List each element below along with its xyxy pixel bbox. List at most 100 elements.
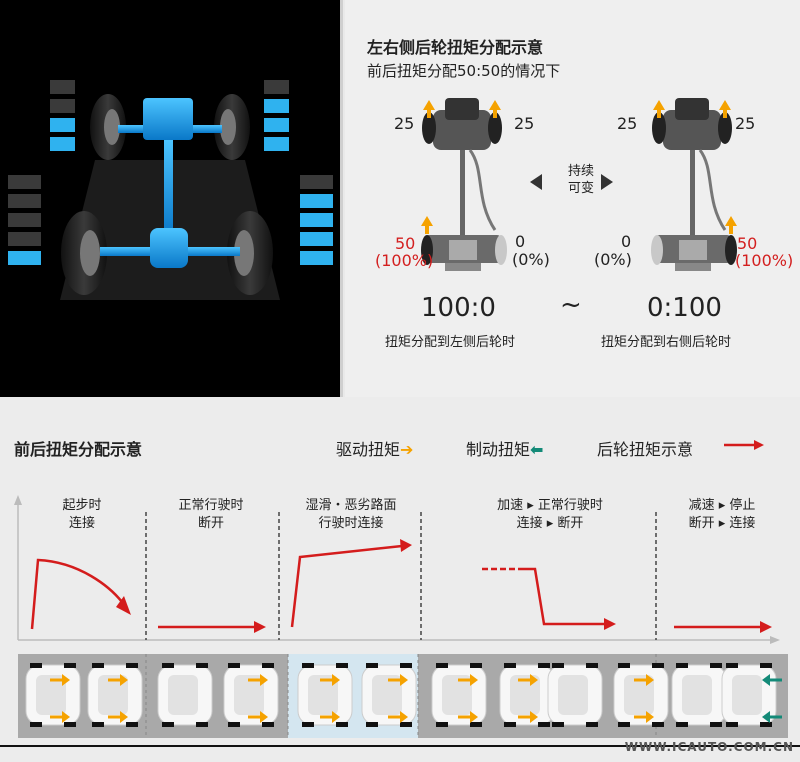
legend-brake: 制动扭矩⬅ (466, 436, 543, 460)
drive-arrow-icon (248, 711, 268, 723)
rear-left-torque-meter (8, 175, 41, 265)
drive-arrow-icon (50, 674, 70, 686)
meter-bar (50, 80, 75, 94)
meter-bar (50, 118, 75, 132)
meter-bar (8, 175, 41, 189)
phase-accelerate-line1: 加速 ▸ 正常行驶时 (497, 498, 603, 513)
drive-arrow-icon (248, 674, 268, 686)
arrow-right-icon (601, 174, 613, 190)
drive-arrow-icon (50, 711, 70, 723)
phase-slippery-line2: 行驶时连接 (318, 516, 384, 531)
phase-normal-line1: 正常行驶时 (178, 498, 244, 513)
phase-start-line2: 连接 (68, 516, 95, 531)
phase-normal-line2: 断开 (197, 516, 224, 531)
drive-arrow-icon (634, 711, 654, 723)
car-top-view (613, 663, 669, 727)
phase-start-line1: 起步时 (62, 498, 102, 513)
left-caption: 扭矩分配到左侧后轮时 (385, 335, 516, 350)
arrow-left-icon (530, 174, 542, 190)
drive-arrow-icon (518, 674, 538, 686)
drive-arrow-icon (320, 711, 340, 723)
meter-bar (264, 80, 289, 94)
right-front-right-value: 25 (735, 114, 756, 133)
left-rear-right-value: 0 (515, 232, 526, 251)
front-left-tire (90, 94, 126, 160)
drive-arrow-icon (388, 674, 408, 686)
meter-bar (264, 99, 289, 113)
front-rear-distribution-section: 前后扭矩分配示意 驱动扭矩➔ 制动扭矩⬅ 后轮扭矩示意 (0, 397, 800, 762)
drive-arrow-icon (634, 674, 654, 686)
distribution-title: 前后扭矩分配示意 (14, 440, 143, 459)
rear-right-tire (227, 211, 273, 295)
brake-arrow-icon (762, 711, 782, 723)
left-front-left-value: 25 (394, 114, 415, 133)
drive-arrow-icon (108, 711, 128, 723)
front-right-tire (214, 94, 250, 160)
right-rear-right-pct: (100%) (735, 251, 794, 270)
legend-brake-label: 制动扭矩 (466, 440, 531, 459)
meter-bar (300, 251, 333, 265)
drive-arrow-icon (388, 711, 408, 723)
meter-bar (264, 118, 289, 132)
phase-start: 起步时 连接 (32, 497, 132, 533)
rear-torque-split-panel: 左右侧后轮扭矩分配示意 前后扭矩分配50:50的情况下 (345, 0, 800, 397)
chassis-right (651, 98, 737, 271)
legend-drive-label: 驱动扭矩 (336, 440, 401, 459)
chassis-left (421, 98, 507, 271)
front-right-torque-meter (264, 80, 289, 151)
drive-arrow-icon (320, 674, 340, 686)
phase-accelerate-line2: 连接 ▸ 断开 (516, 516, 584, 531)
right-rear-left-value: 0 (621, 232, 632, 251)
phase-decelerate-line1: 减速 ▸ 停止 (688, 498, 756, 513)
ratio-tilde: ~ (560, 290, 582, 320)
phase-decelerate-line2: 断开 ▸ 连接 (688, 516, 756, 531)
drive-arrow-icon (458, 674, 478, 686)
car-top-view (547, 663, 603, 727)
rear-torque-arrow-icon (754, 440, 764, 450)
left-front-right-value: 25 (514, 114, 535, 133)
left-rear-right-pct: (0%) (512, 250, 550, 269)
left-rear-left-pct: (100%) (375, 251, 434, 270)
car-top-view (671, 663, 727, 727)
right-rear-right-value: 50 (737, 234, 758, 253)
phase-slippery-line1: 湿滑・恶劣路面 (305, 498, 397, 513)
split-title: 左右侧后轮扭矩分配示意 (367, 38, 544, 57)
legend-drive: 驱动扭矩➔ (336, 436, 413, 460)
phase-accelerate: 加速 ▸ 正常行驶时 连接 ▸ 断开 (460, 497, 640, 533)
drive-arrow-icon (421, 216, 433, 234)
meter-bar (50, 137, 75, 151)
brake-arrow-icon (762, 674, 782, 686)
chassis-drawings (421, 98, 737, 271)
phase-slippery: 湿滑・恶劣路面 行驶时连接 (284, 497, 418, 533)
drive-arrow-icon (423, 100, 435, 118)
phase-normal: 正常行驶时 断开 (152, 497, 270, 533)
legend-rear-label: 后轮扭矩示意 (597, 440, 694, 459)
drive-arrow-icon (489, 100, 501, 118)
meter-bar (300, 232, 333, 246)
distribution-chart (0, 440, 800, 747)
meter-bar (8, 251, 41, 265)
car-top-view (499, 663, 555, 727)
continue-line1: 持续 (567, 164, 594, 179)
right-rear-left-pct: (0%) (594, 250, 632, 269)
meter-bar (300, 213, 333, 227)
right-ratio: 0:100 (647, 293, 722, 323)
meter-bar (300, 175, 333, 189)
left-rear-left-value: 50 (395, 234, 416, 253)
drive-arrow-icon (725, 216, 737, 234)
car-top-view (87, 663, 143, 727)
meter-bar (8, 232, 41, 246)
legend-rear: 后轮扭矩示意 (597, 436, 693, 460)
right-caption: 扭矩分配到右侧后轮时 (601, 335, 732, 350)
front-left-torque-meter (50, 80, 75, 151)
drivetrain-illustration (0, 0, 343, 397)
meter-bar (50, 99, 75, 113)
meter-bar (300, 194, 333, 208)
continue-line2: 可变 (567, 181, 594, 196)
drive-arrow-icon (518, 711, 538, 723)
left-ratio: 100:0 (421, 293, 496, 323)
drive-arrow-icon (653, 100, 665, 118)
drive-arrow-icon (108, 674, 128, 686)
meter-bar (264, 137, 289, 151)
meter-bar (8, 213, 41, 227)
